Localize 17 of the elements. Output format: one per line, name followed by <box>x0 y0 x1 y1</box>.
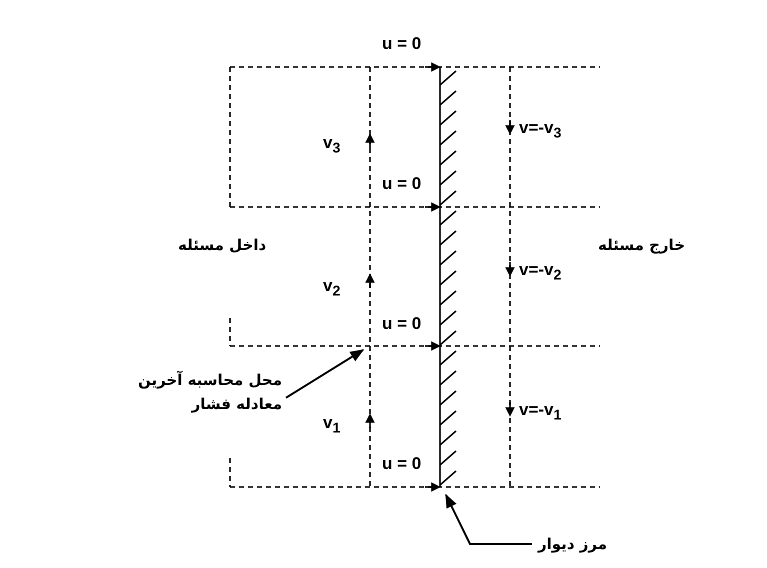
boundary-condition-label: u = 0 <box>382 174 422 194</box>
boundary-condition-label: u = 0 <box>382 454 422 474</box>
velocity-label: v$_{2}$ <box>323 276 340 300</box>
region-label: داخل مسئله <box>178 236 266 254</box>
region-label: خارج مسئله <box>598 236 686 254</box>
boundary-condition-label: u = 0 <box>382 34 422 54</box>
annotation-text: محل محاسبه آخرین معادله فشار <box>132 368 282 416</box>
leader-line <box>285 349 364 399</box>
velocity-label: v=-v$_{2}$ <box>519 260 562 284</box>
annotation-text: مرز دیوار <box>538 535 607 553</box>
leader-line <box>445 494 532 545</box>
wall-drawing <box>439 67 457 487</box>
velocity-label: v=-v$_{3}$ <box>519 118 562 142</box>
velocity-label: v$_{3}$ <box>323 133 340 158</box>
boundary-condition-label: u = 0 <box>382 314 422 334</box>
velocity-label: v=-v$_{1}$ <box>519 400 562 424</box>
velocity-label: v$_{1}$ <box>323 413 340 438</box>
